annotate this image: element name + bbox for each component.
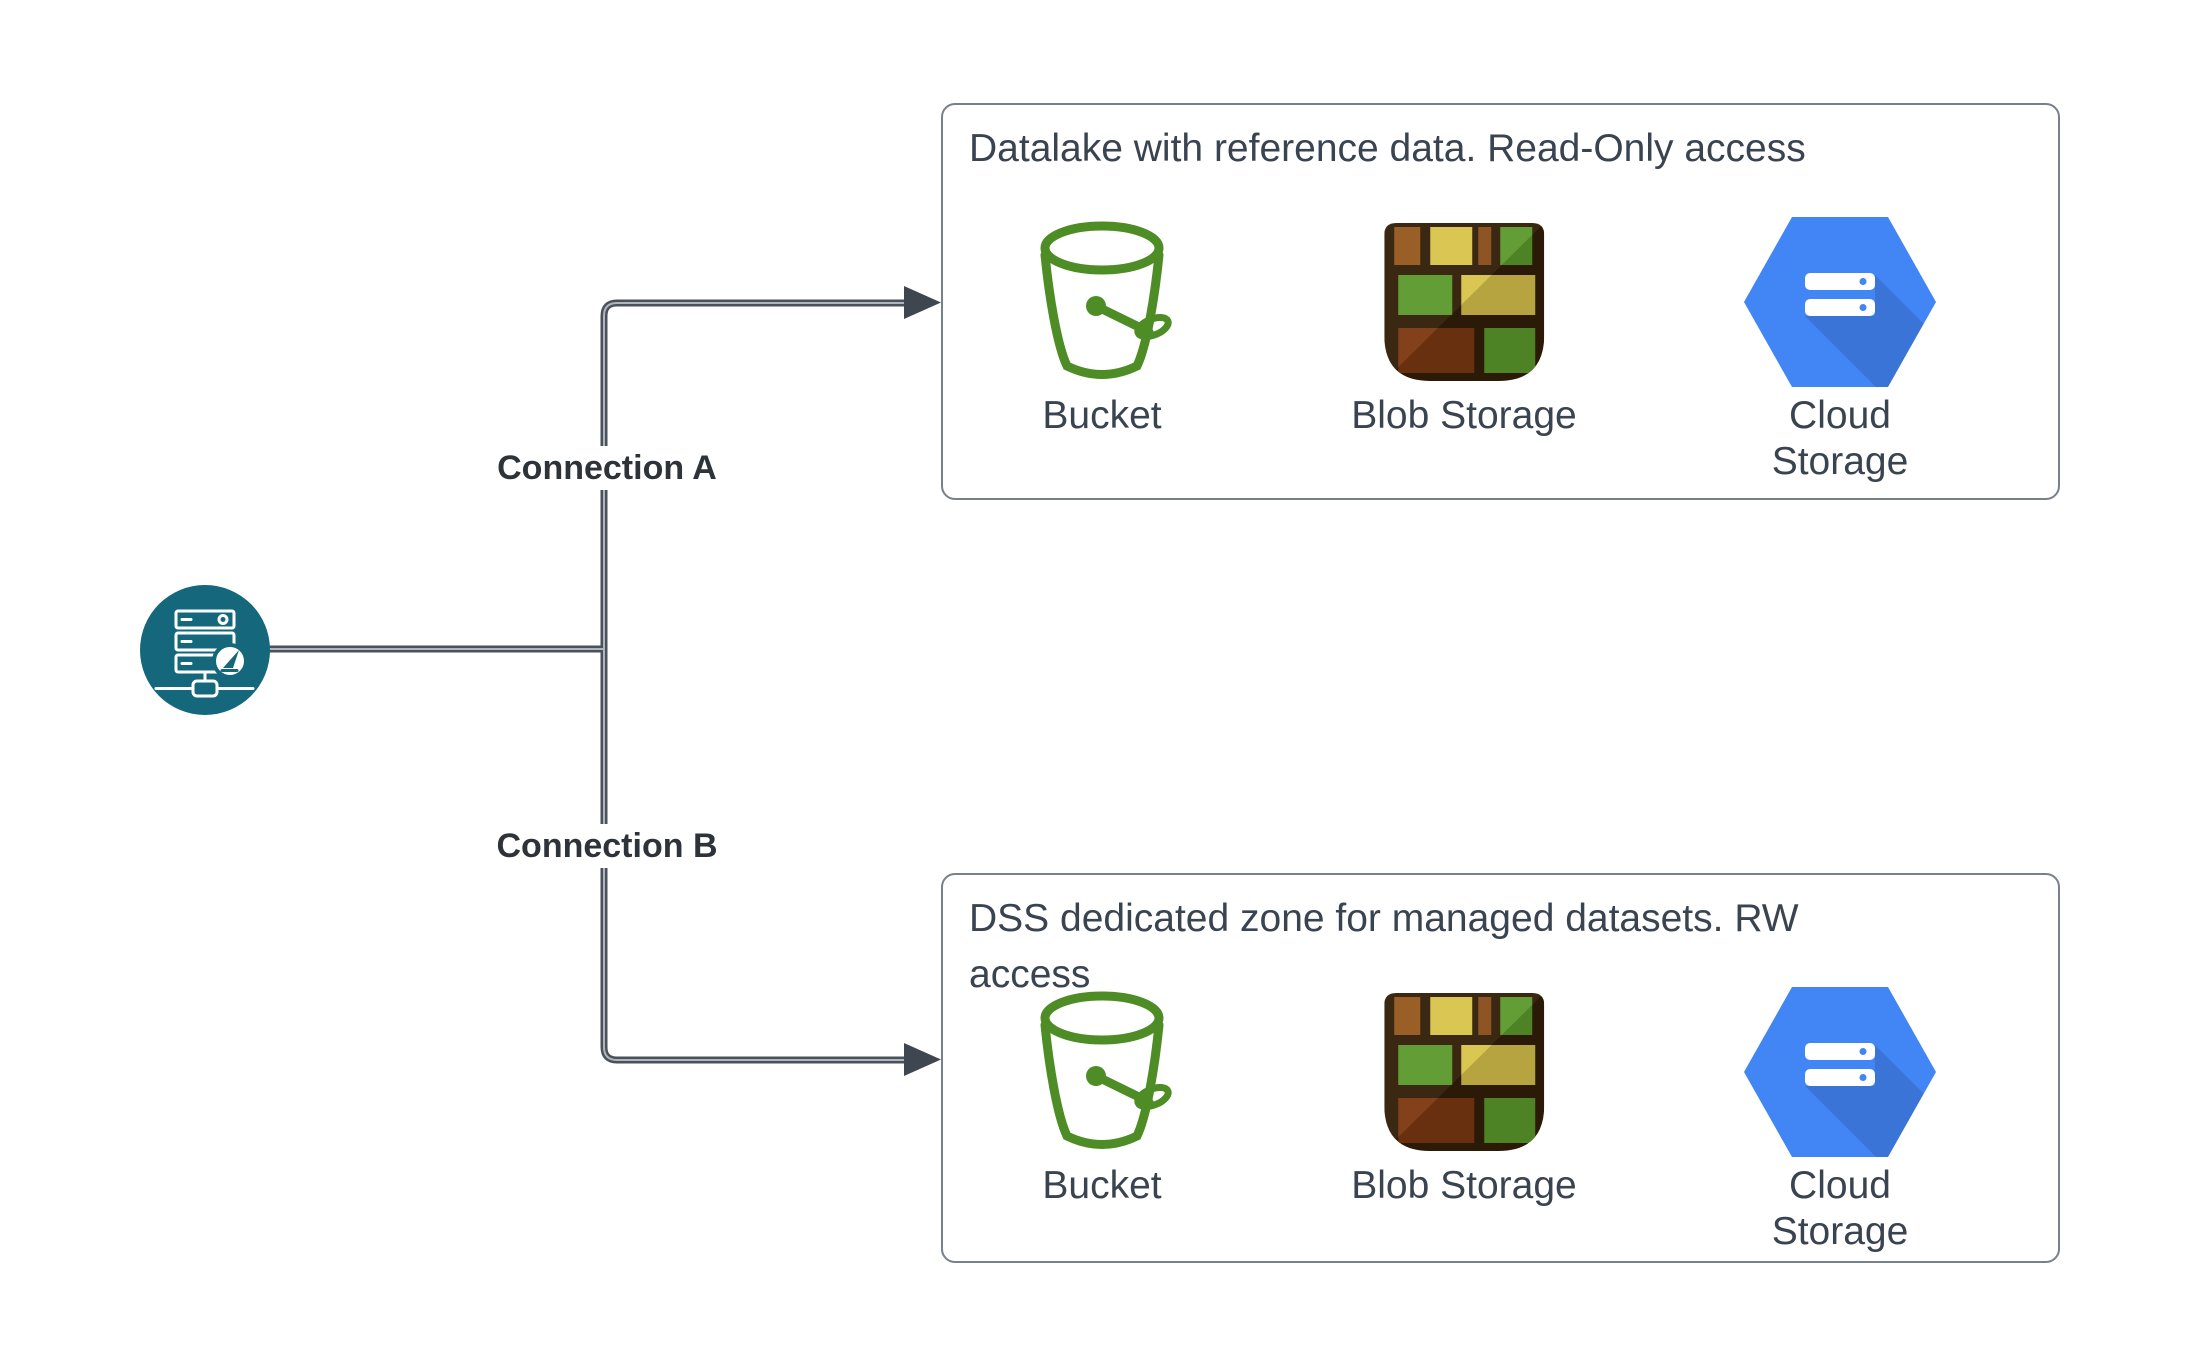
storage-item-bucket: Bucket <box>1027 987 1177 1209</box>
storage-item-bucket: Bucket <box>1027 217 1177 439</box>
storage-item-label: Blob Storage <box>1351 1164 1577 1207</box>
blob-storage-icon <box>1384 987 1544 1157</box>
bucket-icon <box>1027 987 1177 1157</box>
storage-item-label: Bucket <box>1042 1164 1162 1207</box>
connection-a-label: Connection A <box>485 446 729 490</box>
arrow-icon-connection-a <box>904 286 941 319</box>
zone-title: Datalake with reference data. Read-Only … <box>969 127 1806 170</box>
arrow-icon-connection-b <box>904 1043 941 1076</box>
storage-item-label: Blob Storage <box>1351 394 1577 437</box>
storage-item-label: Bucket <box>1042 394 1162 437</box>
dss-server-node <box>140 585 270 715</box>
storage-item-label: Cloud Storage <box>1771 1164 1909 1253</box>
cloud-storage-icon <box>1744 987 1936 1157</box>
dss-server-icon <box>140 585 270 715</box>
zone-box-datalake: Datalake with reference data. Read-Only … <box>941 103 2060 500</box>
storage-item-blob: Blob Storage <box>1351 217 1577 439</box>
zone-title: DSS dedicated zone for managed datasets.… <box>969 897 1799 996</box>
storage-item-blob: Blob Storage <box>1351 987 1577 1209</box>
storage-item-label: Cloud Storage <box>1771 394 1909 483</box>
zone-box-dss: DSS dedicated zone for managed datasets.… <box>941 873 2060 1263</box>
blob-storage-icon <box>1384 217 1544 387</box>
storage-item-cloud: Cloud Storage <box>1730 217 1950 485</box>
storage-item-cloud: Cloud Storage <box>1730 987 1950 1255</box>
connection-b-label: Connection B <box>484 824 730 868</box>
bucket-icon <box>1027 217 1177 387</box>
cloud-storage-icon <box>1744 217 1936 387</box>
